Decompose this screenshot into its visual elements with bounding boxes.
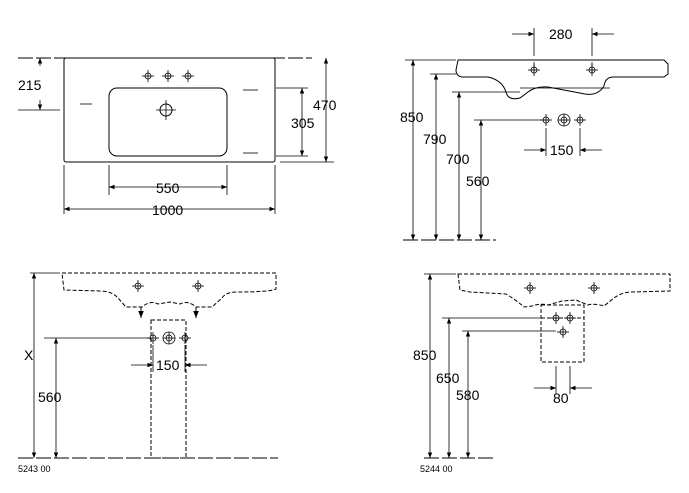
dim-150: 150: [156, 357, 180, 373]
top-view: 215 470 305 550 1000: [18, 57, 337, 218]
dim-280: 280: [549, 26, 573, 42]
basin-front-outline: [61, 272, 277, 308]
dim-550: 550: [156, 180, 180, 196]
dim-790: 790: [423, 131, 447, 147]
dim-80: 80: [553, 390, 569, 406]
connection-icon: [539, 113, 553, 127]
tap-hole-icon: [141, 69, 155, 83]
dim-560: 560: [466, 173, 490, 189]
dim-700: 700: [446, 151, 470, 167]
tap-hole-icon: [161, 69, 175, 83]
semi-pedestal-outline: [540, 304, 585, 363]
dim-215: 215: [18, 77, 42, 93]
dim-850: 850: [413, 347, 437, 363]
dim-560: 560: [38, 389, 62, 405]
front-view-5243: X 560 150 5243 00: [18, 272, 278, 474]
tap-hole-icon: [181, 69, 195, 83]
bowl-outline: [108, 87, 228, 157]
side-view: 280 850 790 700 560 150: [400, 26, 669, 241]
dim-305: 305: [291, 115, 315, 131]
dim-650: 650: [436, 370, 460, 386]
dim-150: 150: [550, 142, 574, 158]
dim-470: 470: [313, 97, 337, 113]
front-view-5244: 850 650 580 80 5244 00: [413, 273, 671, 474]
dim-1000: 1000: [152, 202, 183, 218]
basin-front-outline: [457, 273, 671, 308]
basin-outline: [63, 57, 276, 163]
dim-x: X: [24, 347, 34, 363]
connection-icon: [573, 113, 587, 127]
dim-850: 850: [400, 109, 424, 125]
product-code: 5244 00: [420, 464, 453, 474]
pedestal-outline: [150, 319, 187, 459]
dim-580: 580: [456, 387, 480, 403]
product-code: 5243 00: [18, 464, 51, 474]
basin-profile: [455, 59, 669, 100]
